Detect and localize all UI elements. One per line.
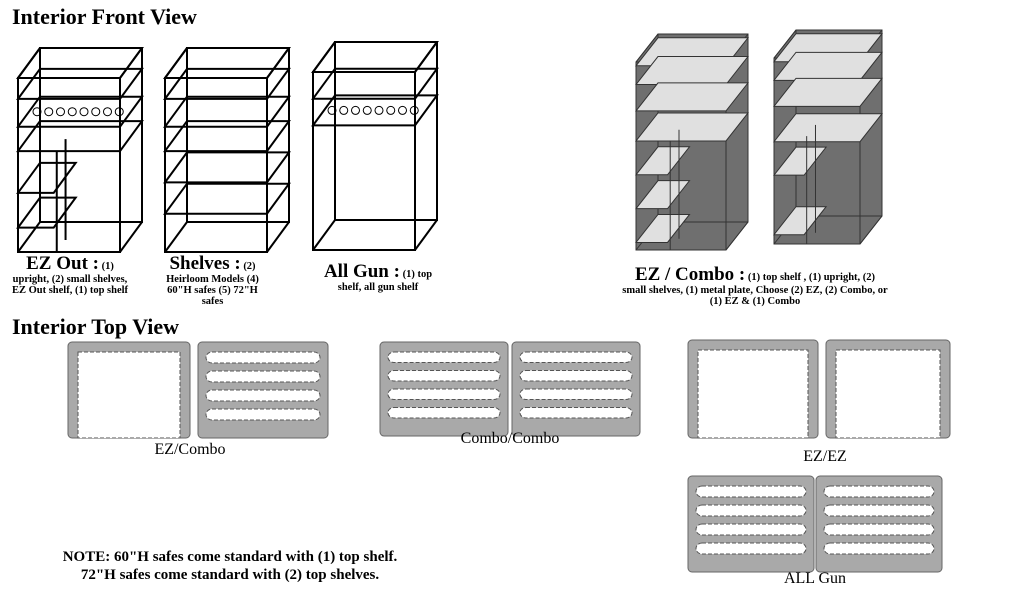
caption-ez-combo: EZ / Combo : (1) top shelf , (1) upright… <box>622 264 888 308</box>
note: NOTE: 60"H safes come standard with (1) … <box>10 548 450 584</box>
panel-combo-right-slot <box>519 351 633 363</box>
label-ez-ez: EZ/EZ <box>803 448 847 465</box>
note-line-1: NOTE: 60"H safes come standard with (1) … <box>62 549 398 565</box>
label-all-gun: ALL Gun <box>783 570 847 587</box>
panel-allgun-left-slot <box>695 485 807 498</box>
panel-ez-combo-right-slot <box>205 370 321 383</box>
cabinet-ez-combo-1 <box>634 33 750 251</box>
front-view-title: Interior Front View <box>12 4 197 29</box>
panel-ez-combo-right-slot <box>205 389 321 402</box>
panel-combo-right-slot <box>519 370 633 382</box>
label-combo-combo: Combo/Combo <box>460 430 560 447</box>
top-view-title: Interior Top View <box>12 314 180 339</box>
panel-ez-left-opening <box>697 349 809 439</box>
panel-allgun-right-slot <box>823 523 935 536</box>
cabinet-ez-combo-2 <box>772 29 884 245</box>
panel-combo-left-slot <box>387 407 501 419</box>
panel-allgun-left-slot <box>695 504 807 517</box>
panel-combo-left-slot <box>387 351 501 363</box>
panel-ez-right-opening <box>835 349 941 439</box>
panel-ez-combo-right-slot <box>205 408 321 421</box>
cabinet-shelves <box>163 47 291 253</box>
panel-allgun-left-slot <box>695 542 807 555</box>
label-ez-combo: EZ/Combo <box>154 441 226 458</box>
cabinet-ez-out <box>16 47 144 253</box>
note-line-2: 72"H safes come standard with (2) top sh… <box>80 567 380 583</box>
panel-allgun-right-slot <box>823 485 935 498</box>
panel-combo-right-slot <box>519 388 633 400</box>
panel-ez-combo-left-opening <box>77 351 181 439</box>
panel-allgun-right-slot <box>823 504 935 517</box>
panel-combo-right-slot <box>519 407 633 419</box>
panel-allgun-left-slot <box>695 523 807 536</box>
caption-shelves: Shelves : (2)Heirloom Models (4) 60"H sa… <box>166 253 259 308</box>
panel-allgun-right-slot <box>823 542 935 555</box>
panel-ez-combo-right-slot <box>205 351 321 364</box>
panel-combo-left-slot <box>387 388 501 400</box>
cabinet-all-gun <box>311 41 439 251</box>
panel-combo-left-slot <box>387 370 501 382</box>
caption-ez-out: EZ Out : (1)upright, (2) small shelves, … <box>11 253 129 297</box>
